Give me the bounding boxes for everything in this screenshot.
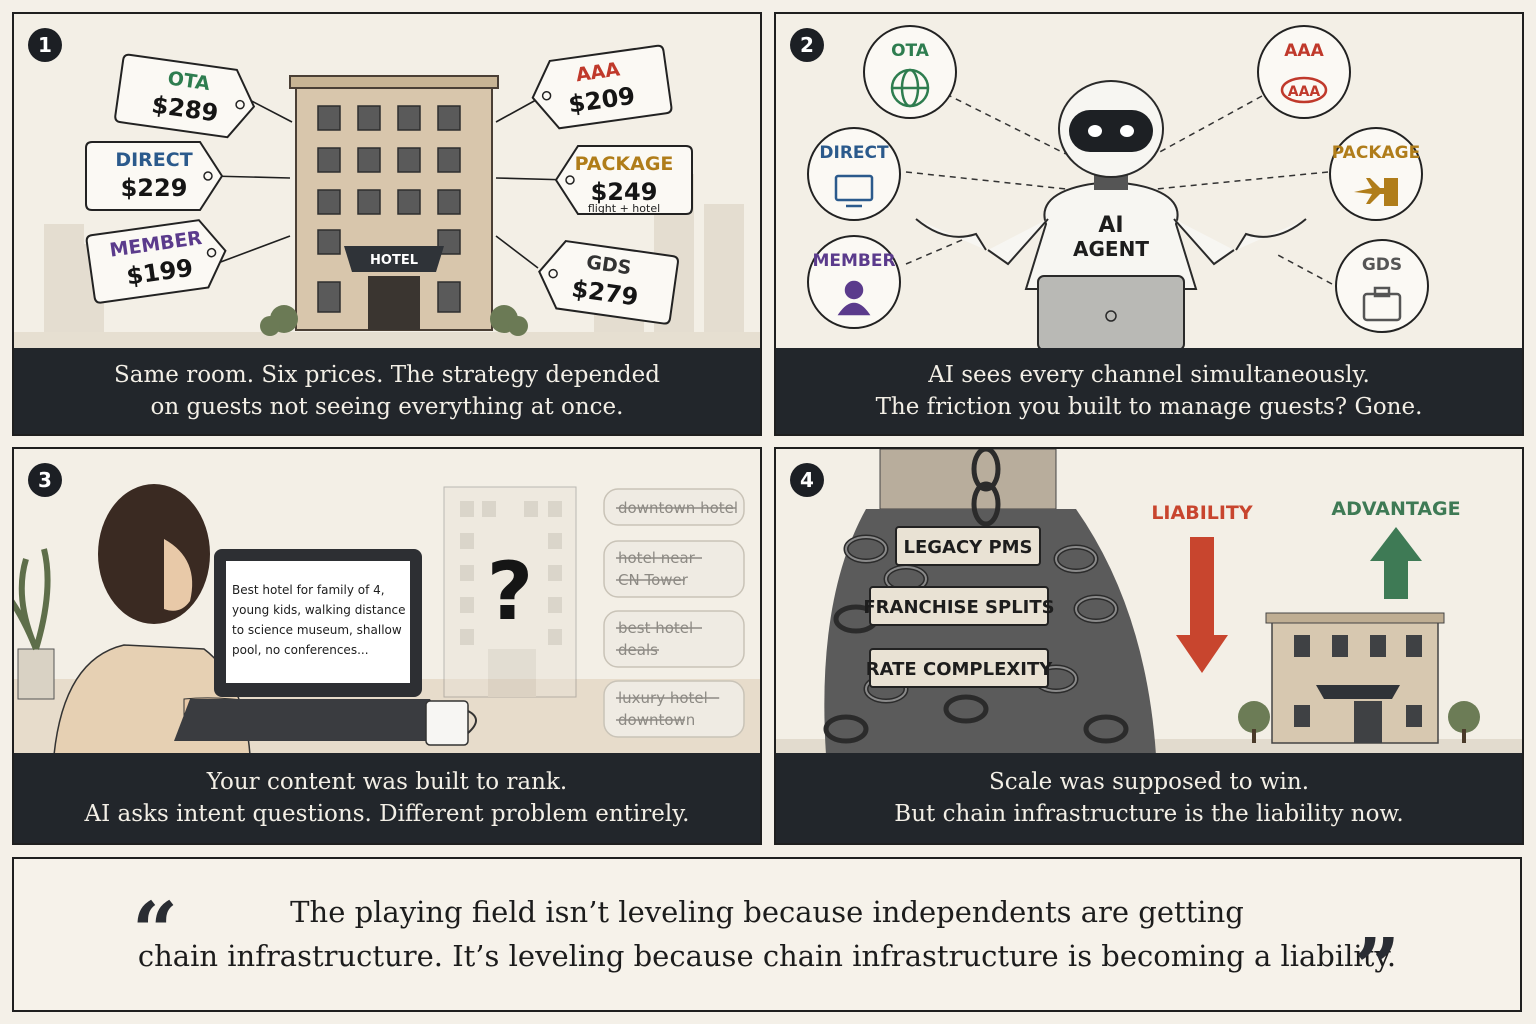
coffee-mug	[425, 700, 477, 746]
up-arrow-icon	[1370, 527, 1422, 599]
question-mark-icon: ?	[487, 545, 533, 638]
channel-direct: DIRECT	[807, 127, 901, 221]
quote-line-2: chain infrastructure. It’s leveling beca…	[137, 939, 1397, 973]
screen-text-line: young kids, walking distance	[232, 603, 406, 617]
channel-label: PACKAGE	[1332, 143, 1420, 163]
sign-text: RATE COMPLEXITY	[866, 659, 1053, 680]
hotel-sign: HOTEL	[370, 253, 418, 268]
quote-line-1: The playing field isn’t leveling because…	[290, 895, 1244, 929]
briefcase-icon	[1362, 286, 1402, 322]
screen-text-line: to science museum, shallow	[232, 623, 402, 637]
screen-text-line: pool, no conferences...	[232, 643, 369, 657]
screen-text-line: Best hotel for family of 4,	[232, 583, 385, 597]
monitor-icon	[834, 174, 874, 208]
channel-gds: GDS	[1335, 239, 1429, 333]
legacy-sign: LEGACY PMS	[895, 526, 1041, 566]
caption-line-2: The friction you built to manage guests?…	[875, 394, 1423, 420]
tag-subtext: flight + hotel	[588, 202, 660, 215]
down-arrow-icon	[1176, 537, 1228, 673]
faded-hotel	[443, 486, 577, 698]
price-tag-gds: GDS$279	[538, 239, 679, 325]
sign-text: FRANCHISE SPLITS	[863, 597, 1054, 618]
advantage-label: ADVANTAGE	[1331, 498, 1460, 520]
agent-label-line-1: AI	[1098, 213, 1123, 238]
channel-label: OTA	[891, 41, 930, 61]
close-quote-icon: ”	[1354, 920, 1401, 1014]
panel-number: 4	[790, 463, 824, 497]
channel-label: DIRECT	[819, 143, 889, 163]
caption: Your content was built to rank. AI asks …	[14, 753, 760, 843]
channel-label: MEMBER	[812, 251, 895, 271]
panel-price-channels: 1 HOTEL	[12, 12, 762, 436]
caption: Scale was supposed to win. But chain inf…	[776, 753, 1522, 843]
svg-text:AAA: AAA	[1288, 84, 1321, 100]
caption: AI sees every channel simultaneously. Th…	[776, 348, 1522, 434]
plant	[14, 548, 55, 700]
robot	[915, 80, 1307, 350]
person-icon	[837, 280, 871, 316]
panel-number: 1	[28, 28, 62, 62]
globe-icon	[890, 68, 930, 108]
ai-agent-illustration: AI AGENT OTA DIRECT MEMBER AAA AAA PACKAGE GDS	[807, 25, 1429, 350]
caption: Same room. Six prices. The strategy depe…	[14, 348, 760, 434]
independent-hotel	[1238, 612, 1480, 744]
panel-number: 3	[28, 463, 62, 497]
sign-text: LEGACY PMS	[903, 537, 1032, 558]
plane-building-icon	[1354, 178, 1398, 206]
price-tag-member: MEMBER$199	[85, 219, 227, 304]
caption-line-1: AI sees every channel simultaneously.	[928, 362, 1370, 388]
price-tag-ota: OTA$289	[114, 53, 256, 139]
legacy-sign: FRANCHISE SPLITS	[863, 586, 1055, 626]
open-quote-icon: “	[132, 884, 179, 978]
channel-member: MEMBER	[807, 235, 901, 329]
laptop-screen-text: Best hotel for family of 4, young kids, w…	[232, 583, 406, 657]
channel-aaa: AAA AAA	[1257, 25, 1351, 119]
hotel-building	[289, 75, 499, 331]
channel-label: GDS	[1362, 255, 1402, 275]
liability-label: LIABILITY	[1151, 502, 1253, 524]
panel-intent-search: 3 ?	[12, 447, 762, 845]
price-tag-direct: DIRECT $229	[85, 141, 224, 211]
caption-line-1: Your content was built to rank.	[206, 769, 568, 795]
caption-line-2: on guests not seeing everything at once.	[150, 394, 624, 420]
panel-ai-agent: 2 AI AGENT OTA DIRECT MEMBER AAA AAA PACKAGE G…	[774, 12, 1524, 436]
panel-chain-liability: 4 LEGACY PMS FRANCHISE SPLITS RATE COMPLEX…	[774, 447, 1524, 845]
legacy-sign: RATE COMPLEXITY	[866, 648, 1053, 688]
caption-line-2: AI asks intent questions. Different prob…	[84, 801, 690, 827]
channel-ota: OTA	[863, 25, 957, 119]
caption-line-2: But chain infrastructure is the liabilit…	[894, 801, 1404, 827]
caption-line-1: Scale was supposed to win.	[988, 769, 1310, 795]
price-tag-aaa: AAA$209	[531, 44, 673, 130]
channel-package: PACKAGE	[1329, 127, 1423, 221]
agent-label-line-2: AGENT	[1073, 237, 1149, 261]
panel-number: 2	[790, 28, 824, 62]
woman-laptop-illustration: ? Best hotel for family of 4, young kids,…	[14, 484, 760, 755]
chained-building-illustration: LEGACY PMS FRANCHISE SPLITS RATE COMPLEXIT…	[776, 449, 1522, 755]
aaa-logo-icon: AAA	[1280, 76, 1328, 104]
caption-line-1: Same room. Six prices. The strategy depe…	[114, 362, 660, 388]
tag-price: $249	[591, 178, 658, 206]
laptop	[174, 549, 454, 741]
pull-quote: “ The playing field isn’t leveling becau…	[12, 857, 1522, 1012]
tag-label: PACKAGE	[575, 153, 674, 175]
tag-label: DIRECT	[115, 149, 192, 171]
crossed-out-search-term: downtown hotel	[603, 488, 745, 526]
channel-label: AAA	[1284, 41, 1324, 61]
tag-price: $229	[121, 174, 188, 202]
